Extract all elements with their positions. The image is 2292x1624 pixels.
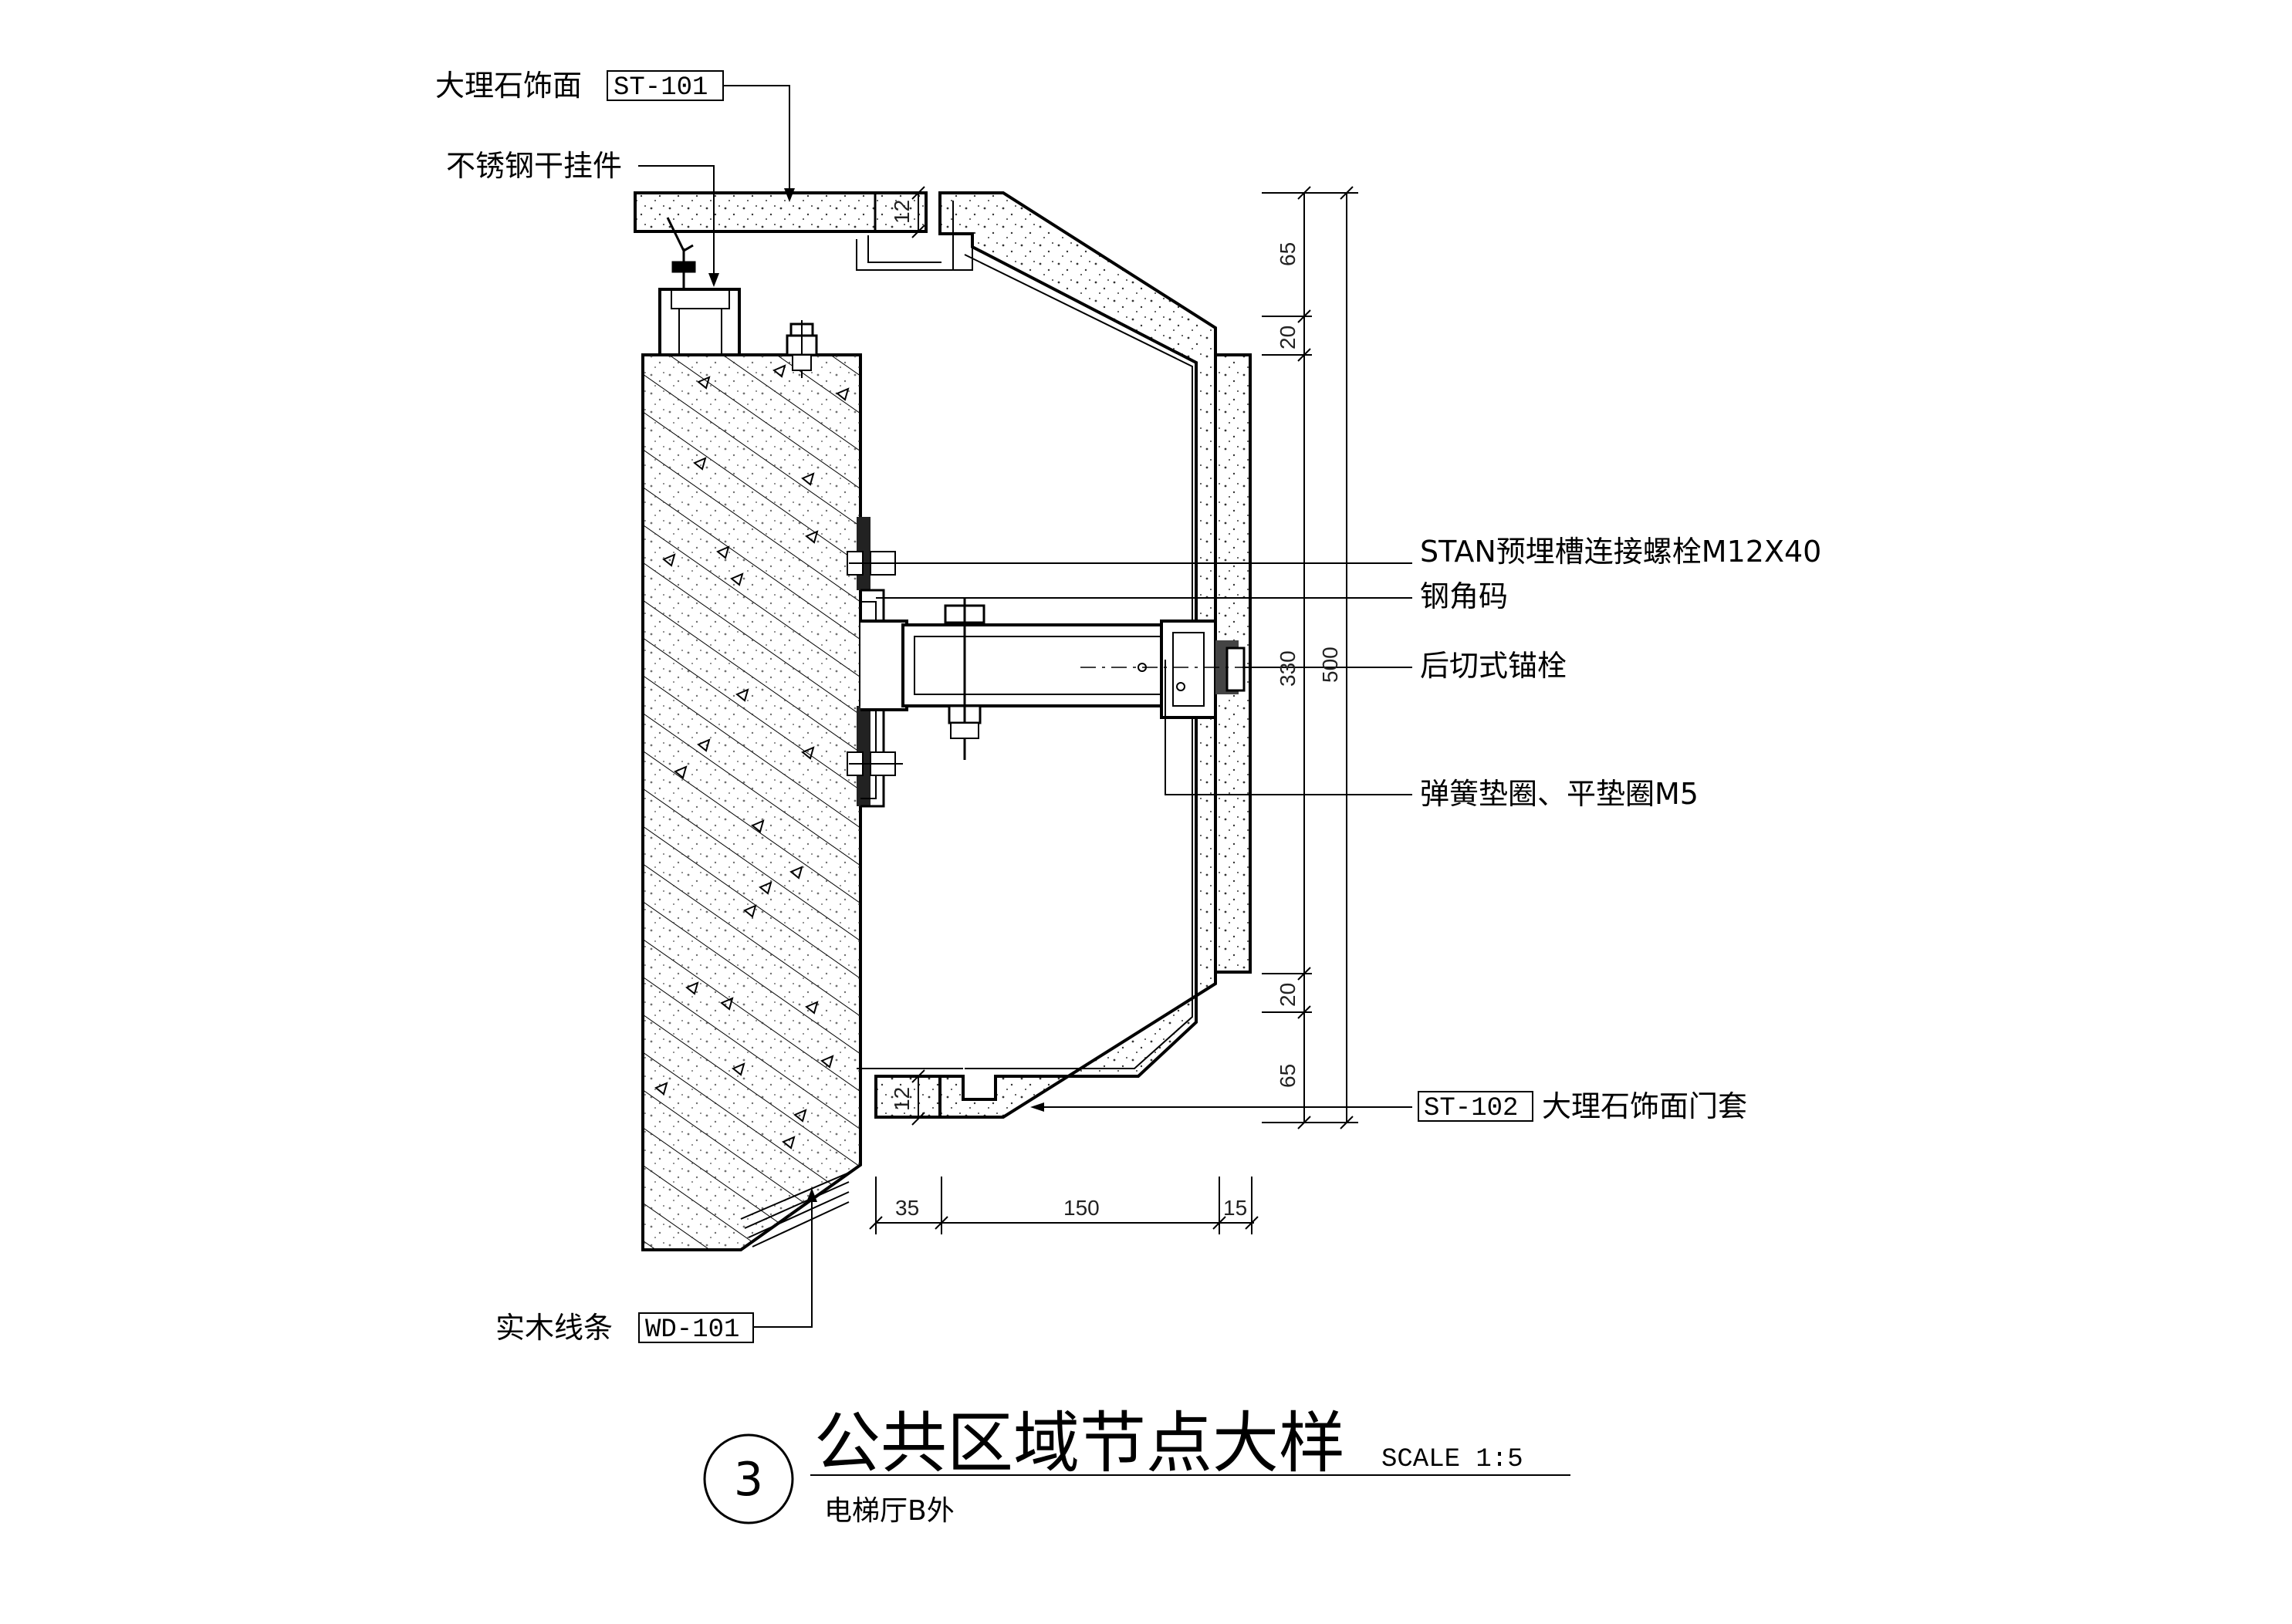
code-wd101: WD-101 — [645, 1315, 739, 1345]
title-block: 3 公共区域节点大样 SCALE 1:5 电梯厅B外 — [703, 1405, 1570, 1527]
wall-top-bolt — [786, 320, 818, 378]
leader-arrows — [708, 188, 1044, 1202]
label-marble-face: 大理石饰面 — [435, 69, 582, 103]
label-door-trim: 大理石饰面门套 — [1542, 1089, 1747, 1123]
label-stainless-hanger: 不锈钢干挂件 — [446, 149, 622, 183]
dim-500: 500 — [1318, 647, 1342, 683]
label-steel-angle: 钢角码 — [1420, 579, 1508, 613]
dim-top-65: 65 — [1276, 242, 1300, 266]
solid-wood-strip — [740, 1172, 850, 1248]
steel-angle-bracket — [847, 517, 1167, 808]
dim-35: 35 — [895, 1196, 919, 1220]
label-wood-strip: 实木线条 — [495, 1311, 613, 1345]
code-st102: ST-102 — [1424, 1094, 1518, 1123]
detail-number-circle — [703, 1433, 794, 1524]
label-washer: 弹簧垫圈、平垫圈M5 — [1420, 777, 1699, 811]
code-box-st102 — [1418, 1091, 1533, 1122]
detail-subtitle: 电梯厅B外 — [824, 1495, 955, 1527]
dim-bottom-12: 12 — [890, 1087, 914, 1111]
detail-scale: SCALE 1:5 — [1381, 1445, 1523, 1474]
dim-15: 15 — [1223, 1196, 1247, 1220]
top-marble-slab — [634, 191, 928, 233]
detail-title: 公共区域节点大样 — [814, 1405, 1345, 1482]
dimension-lines — [869, 186, 1358, 1234]
dim-330: 330 — [1276, 650, 1300, 687]
label-undercut-anchor: 后切式锚栓 — [1420, 649, 1567, 683]
label-stan-bolt: STAN预埋槽连接螺栓M12X40 — [1420, 535, 1821, 569]
undercut-anchor — [1080, 620, 1266, 719]
code-box-st101 — [607, 70, 724, 101]
dim-bottom-20: 20 — [1276, 983, 1300, 1007]
concrete-wall — [641, 353, 862, 1251]
leader-lines — [638, 85, 1412, 1328]
code-st101: ST-101 — [614, 73, 708, 103]
stainless-hanger — [658, 217, 741, 356]
dim-bottom-65: 65 — [1276, 1064, 1300, 1088]
dim-top-12: 12 — [890, 200, 914, 224]
dim-150: 150 — [1063, 1196, 1100, 1220]
dim-top-20: 20 — [1276, 326, 1300, 349]
code-box-wd101 — [638, 1312, 754, 1343]
detail-number: 3 — [734, 1453, 763, 1507]
